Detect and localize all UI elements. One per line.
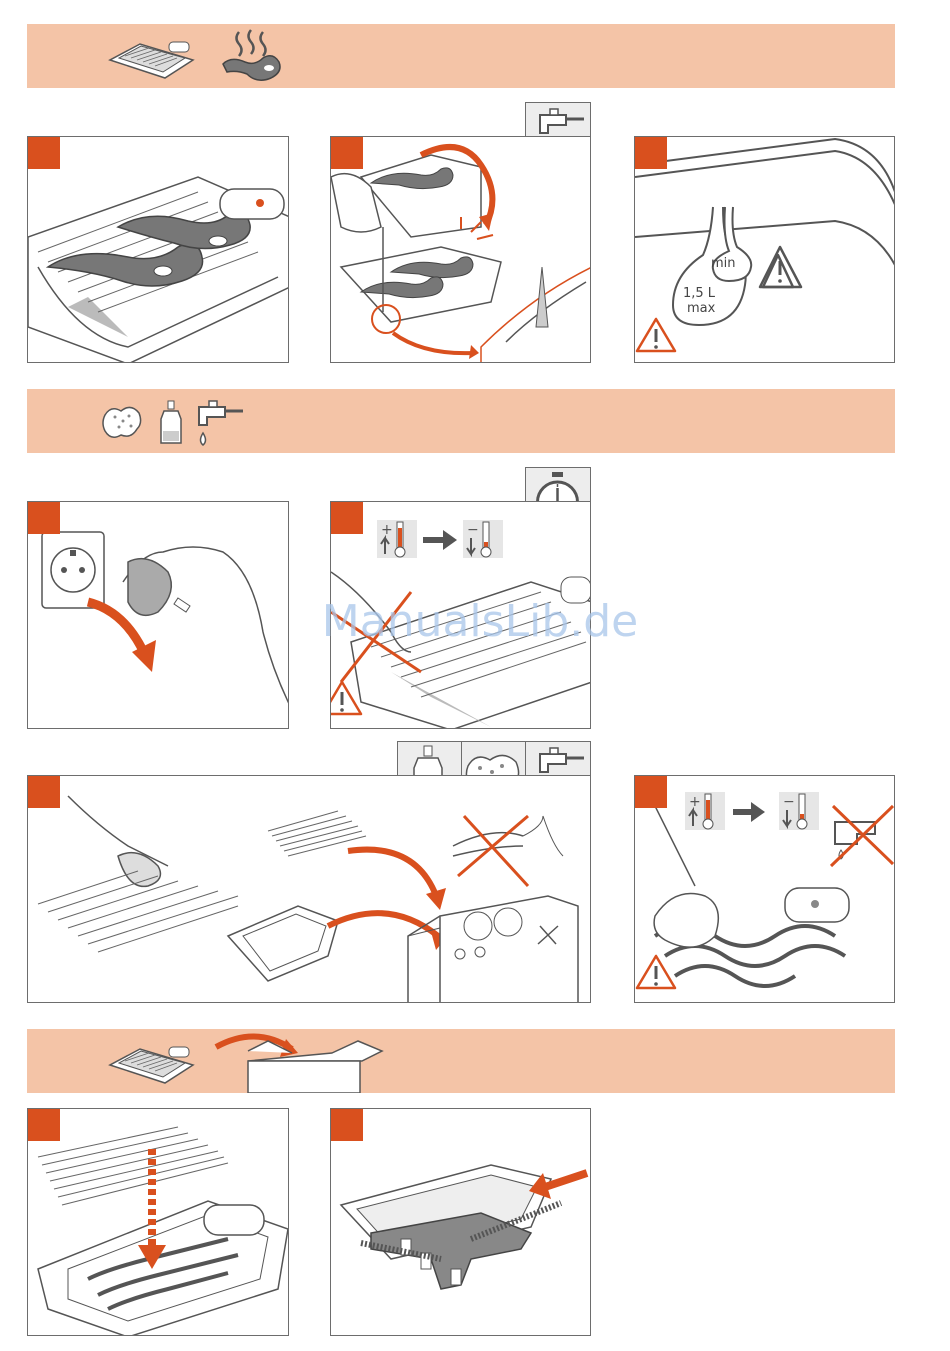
sponge-icon (101, 401, 143, 441)
step-marker (28, 502, 60, 534)
step-marker (331, 137, 363, 169)
washing-illustration (28, 776, 591, 1003)
grill-with-steaks-illustration (28, 137, 289, 363)
section-band-1 (27, 24, 895, 88)
step-panel-unplug (27, 501, 289, 729)
step-panel-assemble (27, 1108, 289, 1336)
max-label: max (687, 301, 716, 316)
step-marker (28, 776, 60, 808)
min-label: min (711, 256, 736, 271)
step-marker (331, 502, 363, 534)
section-band-3 (27, 1029, 895, 1093)
step-panel-wash-parts (27, 775, 591, 1003)
step-marker (28, 137, 60, 169)
grill-icon (105, 1035, 195, 1091)
unplug-illustration (28, 502, 289, 729)
step-panel-drip-tray-full (27, 136, 289, 363)
step-marker (635, 137, 667, 169)
hot-steak-icon (217, 26, 287, 84)
step-panel-store-cord (330, 1108, 591, 1336)
minus-sign: − (467, 522, 479, 538)
step-marker (331, 1109, 363, 1141)
faucet-icon (191, 395, 257, 449)
warning-icon (330, 678, 365, 718)
store-cord-illustration (331, 1109, 591, 1336)
step-marker (635, 776, 667, 808)
step-panel-empty-tray (330, 136, 591, 363)
pour-water-illustration (331, 137, 591, 363)
max-volume-label: 1,5 L (683, 286, 716, 301)
step-panel-wipe-element: + − (634, 775, 895, 1003)
section-band-2 (27, 389, 895, 453)
warning-icon (634, 952, 679, 992)
plus-sign: + (689, 794, 701, 810)
dish-soap-icon (157, 399, 185, 445)
warning-icon (634, 315, 679, 355)
plus-sign: + (381, 522, 393, 538)
storage-box-icon (212, 1029, 392, 1093)
step-panel-water-level: min 1,5 L max (634, 136, 895, 363)
step-marker (28, 1109, 60, 1141)
grill-icon (105, 30, 195, 86)
minus-sign: − (783, 794, 795, 810)
watermark: ManualsLib.de (290, 596, 670, 647)
assemble-illustration (28, 1109, 289, 1336)
